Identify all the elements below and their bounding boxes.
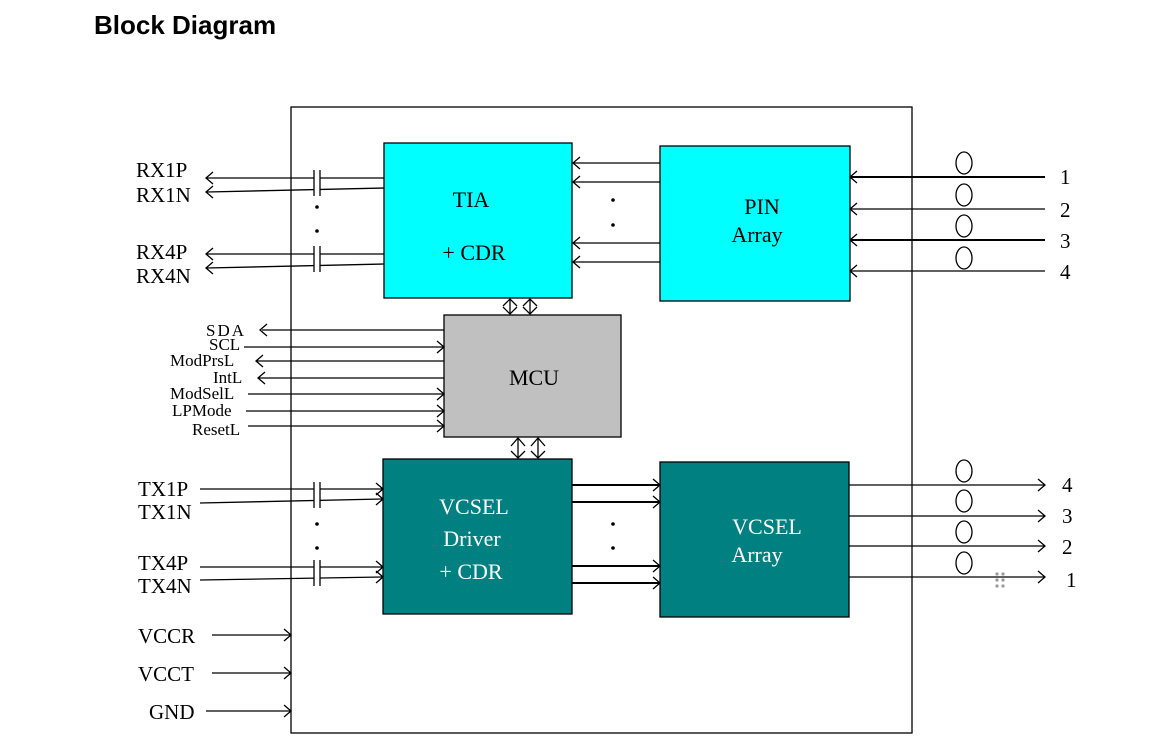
rx-fiber-2: 2 [1060,198,1071,222]
rx-fiber-4: 4 [1060,260,1071,284]
rx-lines [205,170,385,275]
mcu-block: MCU [443,314,622,438]
signal-vccr: VCCR [138,624,195,648]
signal-sda: SDA [206,321,246,340]
mcu-driver-link [510,437,546,459]
signal-resetl: ResetL [192,420,240,439]
tx-fiber-3: 3 [1062,504,1073,528]
pin-array-label: Array [731,222,782,247]
signal-tx1n: TX1N [138,500,192,524]
tia-label: TIA [453,187,490,212]
signal-lpmode: LPMode [172,401,232,420]
rx-fiber-1: 1 [1060,165,1071,189]
vcsel-driver-label-1: VCSEL [439,494,509,519]
vcsel-array-rect [659,461,850,618]
mcu-label: MCU [509,365,559,390]
signal-vcct: VCCT [138,662,194,686]
pin-array-block: PIN Array [659,145,851,302]
signal-rx4p: RX4P [136,240,187,264]
vcsel-driver-label-3: + CDR [439,559,502,584]
rx-fiber-lines [849,151,1045,278]
signal-tx4n: TX4N [138,574,192,598]
tx-fiber-4: 4 [1062,473,1073,497]
module-outline [290,106,913,734]
signal-modsell: ModSelL [170,384,234,403]
driver-to-vcsel-lines [572,478,661,590]
mcu-block-rect [443,314,622,438]
tia-cdr-label: + CDR [442,240,505,265]
signal-rx1p: RX1P [136,158,187,182]
vcsel-driver-block: VCSEL Driver + CDR [382,458,573,615]
ctrl-lines [244,323,445,433]
vcsel-array-label-2: Array [731,542,782,567]
signal-tx1p: TX1P [138,477,188,501]
page-title: Block Diagram [94,10,277,40]
pin-block-rect [659,145,851,302]
tx-fiber-2: 2 [1062,535,1073,559]
tia-block-rect [383,142,573,299]
vcsel-array-label-1: VCSEL [732,514,802,539]
signal-rx1n: RX1N [136,183,191,207]
vcsel-driver-rect [382,458,573,615]
rx-fiber-3: 3 [1060,229,1071,253]
vcsel-array-block: VCSEL Array [659,461,850,618]
pin-to-tia-lines [572,156,660,269]
tx-fiber-lines [849,459,1046,588]
vcsel-driver-label-2: Driver [443,526,501,551]
tia-cdr-block: TIA + CDR [383,142,573,299]
signal-tx4p: TX4P [138,551,188,575]
pin-label: PIN [744,194,780,219]
signal-rx4n: RX4N [136,264,191,288]
tx-fiber-1: 1 [1066,568,1077,592]
signal-scl: SCL [209,335,240,354]
tia-mcu-link [502,298,538,315]
tx-lines [199,482,384,586]
signal-intl: IntL [213,368,242,387]
signal-modprsl: ModPrsL [170,351,234,370]
power-lines [206,628,292,718]
signal-gnd: GND [149,700,195,724]
